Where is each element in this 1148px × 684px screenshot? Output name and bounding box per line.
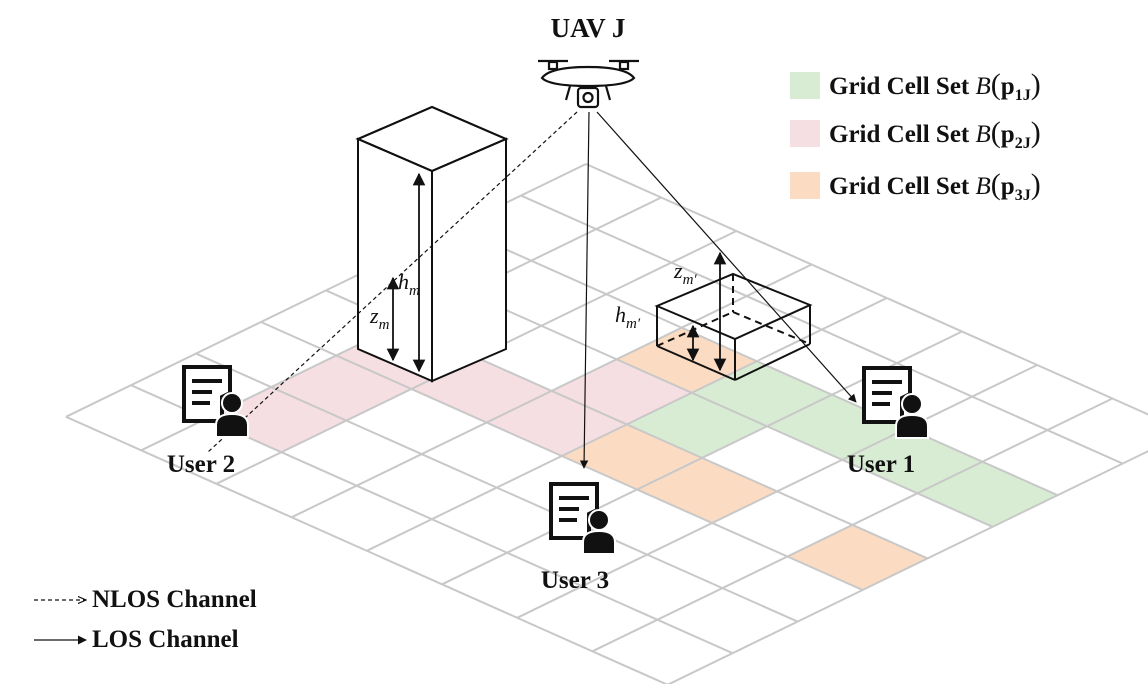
legend-label-3: Grid Cell Set B(p3J) [829, 168, 1041, 204]
grid-line [260, 321, 864, 591]
grid-cell-green [842, 428, 983, 494]
grid-cell-orange [637, 457, 778, 523]
grid-line [195, 352, 799, 623]
grid-cell-sets [206, 323, 1058, 590]
short-building-z-label: zm′ [673, 258, 697, 288]
user-2-icon [182, 365, 249, 438]
uav-label: UAV J [551, 13, 626, 43]
grid-line [591, 397, 1113, 653]
channel-key: NLOS Channel LOS Channel [34, 586, 257, 653]
legend-label-2: Grid Cell Set B(p2J) [829, 116, 1041, 152]
user-1-label: User 1 [847, 451, 915, 478]
grid-cell-orange [561, 424, 702, 490]
los-key-label: LOS Channel [92, 626, 239, 653]
tall-building [355, 105, 509, 383]
grid-cell-green [767, 394, 908, 460]
grid-cell-pink [271, 355, 412, 421]
tall-building-height-label: hm [398, 269, 420, 299]
legend-item-1: Grid Cell Set B(p1J) [790, 68, 1041, 104]
user-2-label: User 2 [167, 451, 235, 478]
los-channel-to-user-1 [596, 111, 857, 403]
grid-cell-orange [787, 524, 928, 590]
legend-item-3: Grid Cell Set B(p3J) [790, 168, 1041, 204]
uav-drone-icon [538, 59, 639, 109]
grid-line [516, 364, 1038, 619]
grid-line [65, 415, 669, 684]
legend-swatch-pink [790, 120, 820, 147]
los-key: LOS Channel [34, 626, 239, 653]
legend: Grid Cell Set B(p1J) Grid Cell Set B(p2J… [790, 68, 1041, 204]
legend-label-1: Grid Cell Set B(p1J) [829, 68, 1041, 104]
user-3-icon [549, 482, 616, 555]
short-building-height-label: hm′ [615, 302, 641, 332]
grid-cell-pink [551, 359, 692, 425]
tall-building-z-label: zm [369, 303, 390, 333]
grid-cell-orange [616, 327, 757, 393]
grid-cell-green [917, 461, 1058, 527]
grid-cell-pink [486, 390, 627, 456]
legend-swatch-orange [790, 172, 820, 199]
grid-line [667, 450, 1148, 684]
nlos-key-label: NLOS Channel [92, 586, 257, 613]
legend-swatch-green [790, 72, 820, 99]
legend-item-2: Grid Cell Set B(p2J) [790, 116, 1041, 152]
short-building [654, 272, 813, 381]
grid-cell-green [626, 392, 767, 458]
user-1-icon [862, 366, 929, 439]
los-channel-to-user-3 [579, 111, 590, 469]
user-3-label: User 3 [541, 567, 609, 594]
nlos-key: NLOS Channel [34, 586, 257, 613]
